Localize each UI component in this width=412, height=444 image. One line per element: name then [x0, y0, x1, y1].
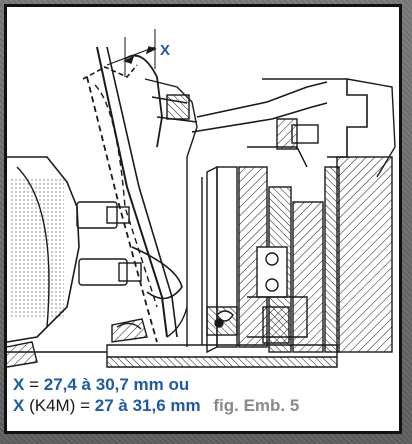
caption-value: 27 à 31,6 mm [94, 396, 201, 415]
figure-reference: fig. Emb. 5 [213, 396, 300, 415]
caption-equals: = [29, 375, 40, 394]
caption: X = 27,4 à 30,7 mm ou X (K4M) = 27 à 31,… [13, 374, 397, 416]
caption-equals: = [80, 396, 91, 415]
figure-panel: X X = 27,4 à 30,7 mm ou X (K4M) = 27 à 3… [4, 4, 402, 434]
caption-model: (K4M) [29, 396, 76, 415]
caption-var: X [13, 375, 25, 394]
caption-var: X [13, 396, 25, 415]
clutch-cross-section-drawing: X [7, 29, 396, 368]
dimension-x-label: X [160, 42, 170, 59]
caption-line-2: X (K4M) = 27 à 31,6 mm fig. Emb. 5 [13, 395, 397, 416]
caption-line-1: X = 27,4 à 30,7 mm ou [13, 374, 397, 395]
caption-value: 27,4 à 30,7 mm ou [43, 375, 190, 394]
